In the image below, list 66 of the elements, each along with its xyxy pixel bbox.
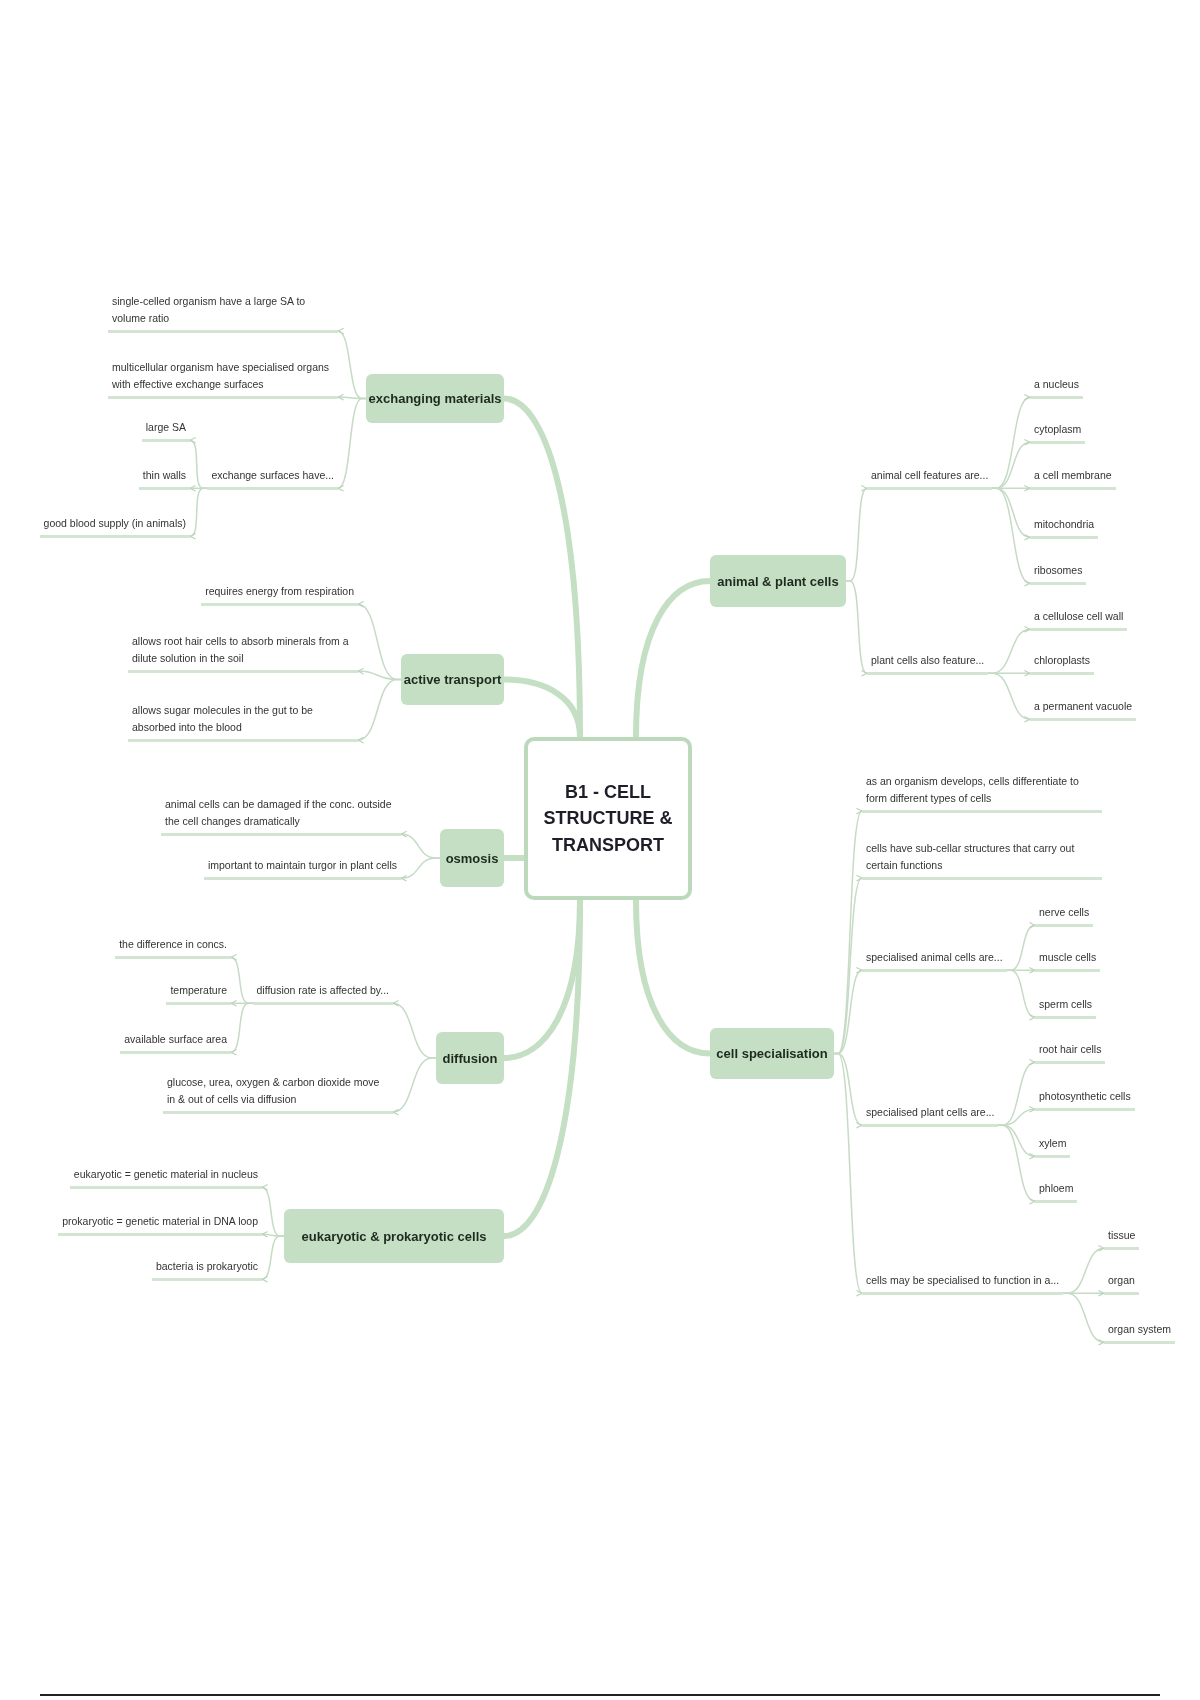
branch-label: cytoplasm bbox=[1030, 421, 1086, 444]
branch-label: a permanent vacuole bbox=[1030, 698, 1137, 721]
branch-label: as an organism develops, cells differentiate to form different types of cells bbox=[862, 773, 1102, 813]
branch-label: plant cells also feature... bbox=[867, 652, 989, 675]
branch-label: multicellular organism have specialised organs with effective exchange surfaces bbox=[108, 359, 338, 399]
branch-label: muscle cells bbox=[1035, 949, 1101, 972]
branch-label: tissue bbox=[1104, 1227, 1140, 1250]
branch-label: a cell membrane bbox=[1030, 467, 1116, 490]
branch-label: animal cell features are... bbox=[867, 467, 993, 490]
branch-label: diffusion rate is affected by... bbox=[252, 982, 393, 1005]
branch-label: important to maintain turgor in plant cells bbox=[203, 857, 401, 880]
topic-box: cell specialisation bbox=[710, 1028, 834, 1079]
branch-label: good blood supply (in animals) bbox=[39, 515, 190, 538]
connector bbox=[845, 580, 868, 675]
branch-label: organ bbox=[1104, 1272, 1139, 1295]
connector bbox=[501, 897, 583, 1239]
connector bbox=[1062, 1292, 1105, 1345]
topic-box: active transport bbox=[401, 654, 504, 705]
branch-label: xylem bbox=[1035, 1135, 1071, 1158]
branch-label: sperm cells bbox=[1035, 996, 1097, 1019]
connector bbox=[230, 1002, 254, 1054]
central-topic-box: B1 - CELL STRUCTURE & TRANSPORT bbox=[524, 737, 692, 900]
branch-label: large SA bbox=[141, 419, 190, 442]
branch-label: exchange surfaces have... bbox=[207, 467, 338, 490]
branch-label: allows root hair cells to absorb minerals from a dilute solution in the soil bbox=[128, 633, 358, 673]
branch-label: eukaryotic = genetic material in nucleus bbox=[69, 1166, 262, 1189]
connector bbox=[400, 857, 441, 882]
branch-label: nerve cells bbox=[1035, 904, 1094, 927]
connector bbox=[392, 1057, 437, 1115]
branch-label: available surface area bbox=[120, 1031, 231, 1054]
branch-label: specialised animal cells are... bbox=[862, 949, 1007, 972]
branch-label: cells may be specialised to function in a... bbox=[862, 1272, 1064, 1295]
branch-label: chloroplasts bbox=[1030, 652, 1095, 675]
branch-label: cells have sub-cellar structures that carry out certain functions bbox=[862, 840, 1102, 880]
branch-label: requires energy from respiration bbox=[201, 583, 358, 606]
branch-label: prokaryotic = genetic material in DNA loop bbox=[58, 1213, 262, 1236]
connector bbox=[1005, 969, 1036, 1019]
branch-label: bacteria is prokaryotic bbox=[151, 1258, 262, 1281]
branch-label: animal cells can be damaged if the conc. outside the cell changes dramatically bbox=[161, 796, 401, 836]
branch-label: single-celled organism have a large SA to volume ratio bbox=[108, 293, 338, 333]
connector bbox=[501, 676, 583, 740]
branch-label: temperature bbox=[166, 982, 231, 1005]
branch-label: mitochondria bbox=[1030, 516, 1099, 539]
topic-box: animal & plant cells bbox=[710, 555, 846, 607]
branch-label: organ system bbox=[1104, 1321, 1176, 1344]
connector bbox=[997, 1124, 1036, 1203]
branch-label: photosynthetic cells bbox=[1035, 1088, 1135, 1111]
connector bbox=[337, 397, 367, 490]
connector bbox=[991, 487, 1031, 585]
topic-box: diffusion bbox=[436, 1032, 504, 1084]
branch-label: a nucleus bbox=[1030, 376, 1083, 399]
topic-box: eukaryotic & prokaryotic cells bbox=[284, 1209, 504, 1263]
branch-label: glucose, urea, oxygen & carbon dioxide move in & out of cells via diffusion bbox=[163, 1074, 393, 1114]
branch-label: thin walls bbox=[138, 467, 190, 490]
connector bbox=[357, 678, 402, 743]
branch-label: allows sugar molecules in the gut to be absorbed into the blood bbox=[128, 702, 358, 742]
branch-label: specialised plant cells are... bbox=[862, 1104, 999, 1127]
connector bbox=[189, 487, 209, 538]
branch-label: the difference in concs. bbox=[115, 936, 231, 959]
branch-label: root hair cells bbox=[1035, 1041, 1106, 1064]
branch-label: ribosomes bbox=[1030, 562, 1087, 585]
topic-box: osmosis bbox=[440, 829, 504, 887]
connector bbox=[987, 672, 1031, 722]
topic-box: exchanging materials bbox=[366, 374, 504, 423]
branch-label: a cellulose cell wall bbox=[1030, 608, 1128, 631]
branch-label: phloem bbox=[1035, 1180, 1078, 1203]
